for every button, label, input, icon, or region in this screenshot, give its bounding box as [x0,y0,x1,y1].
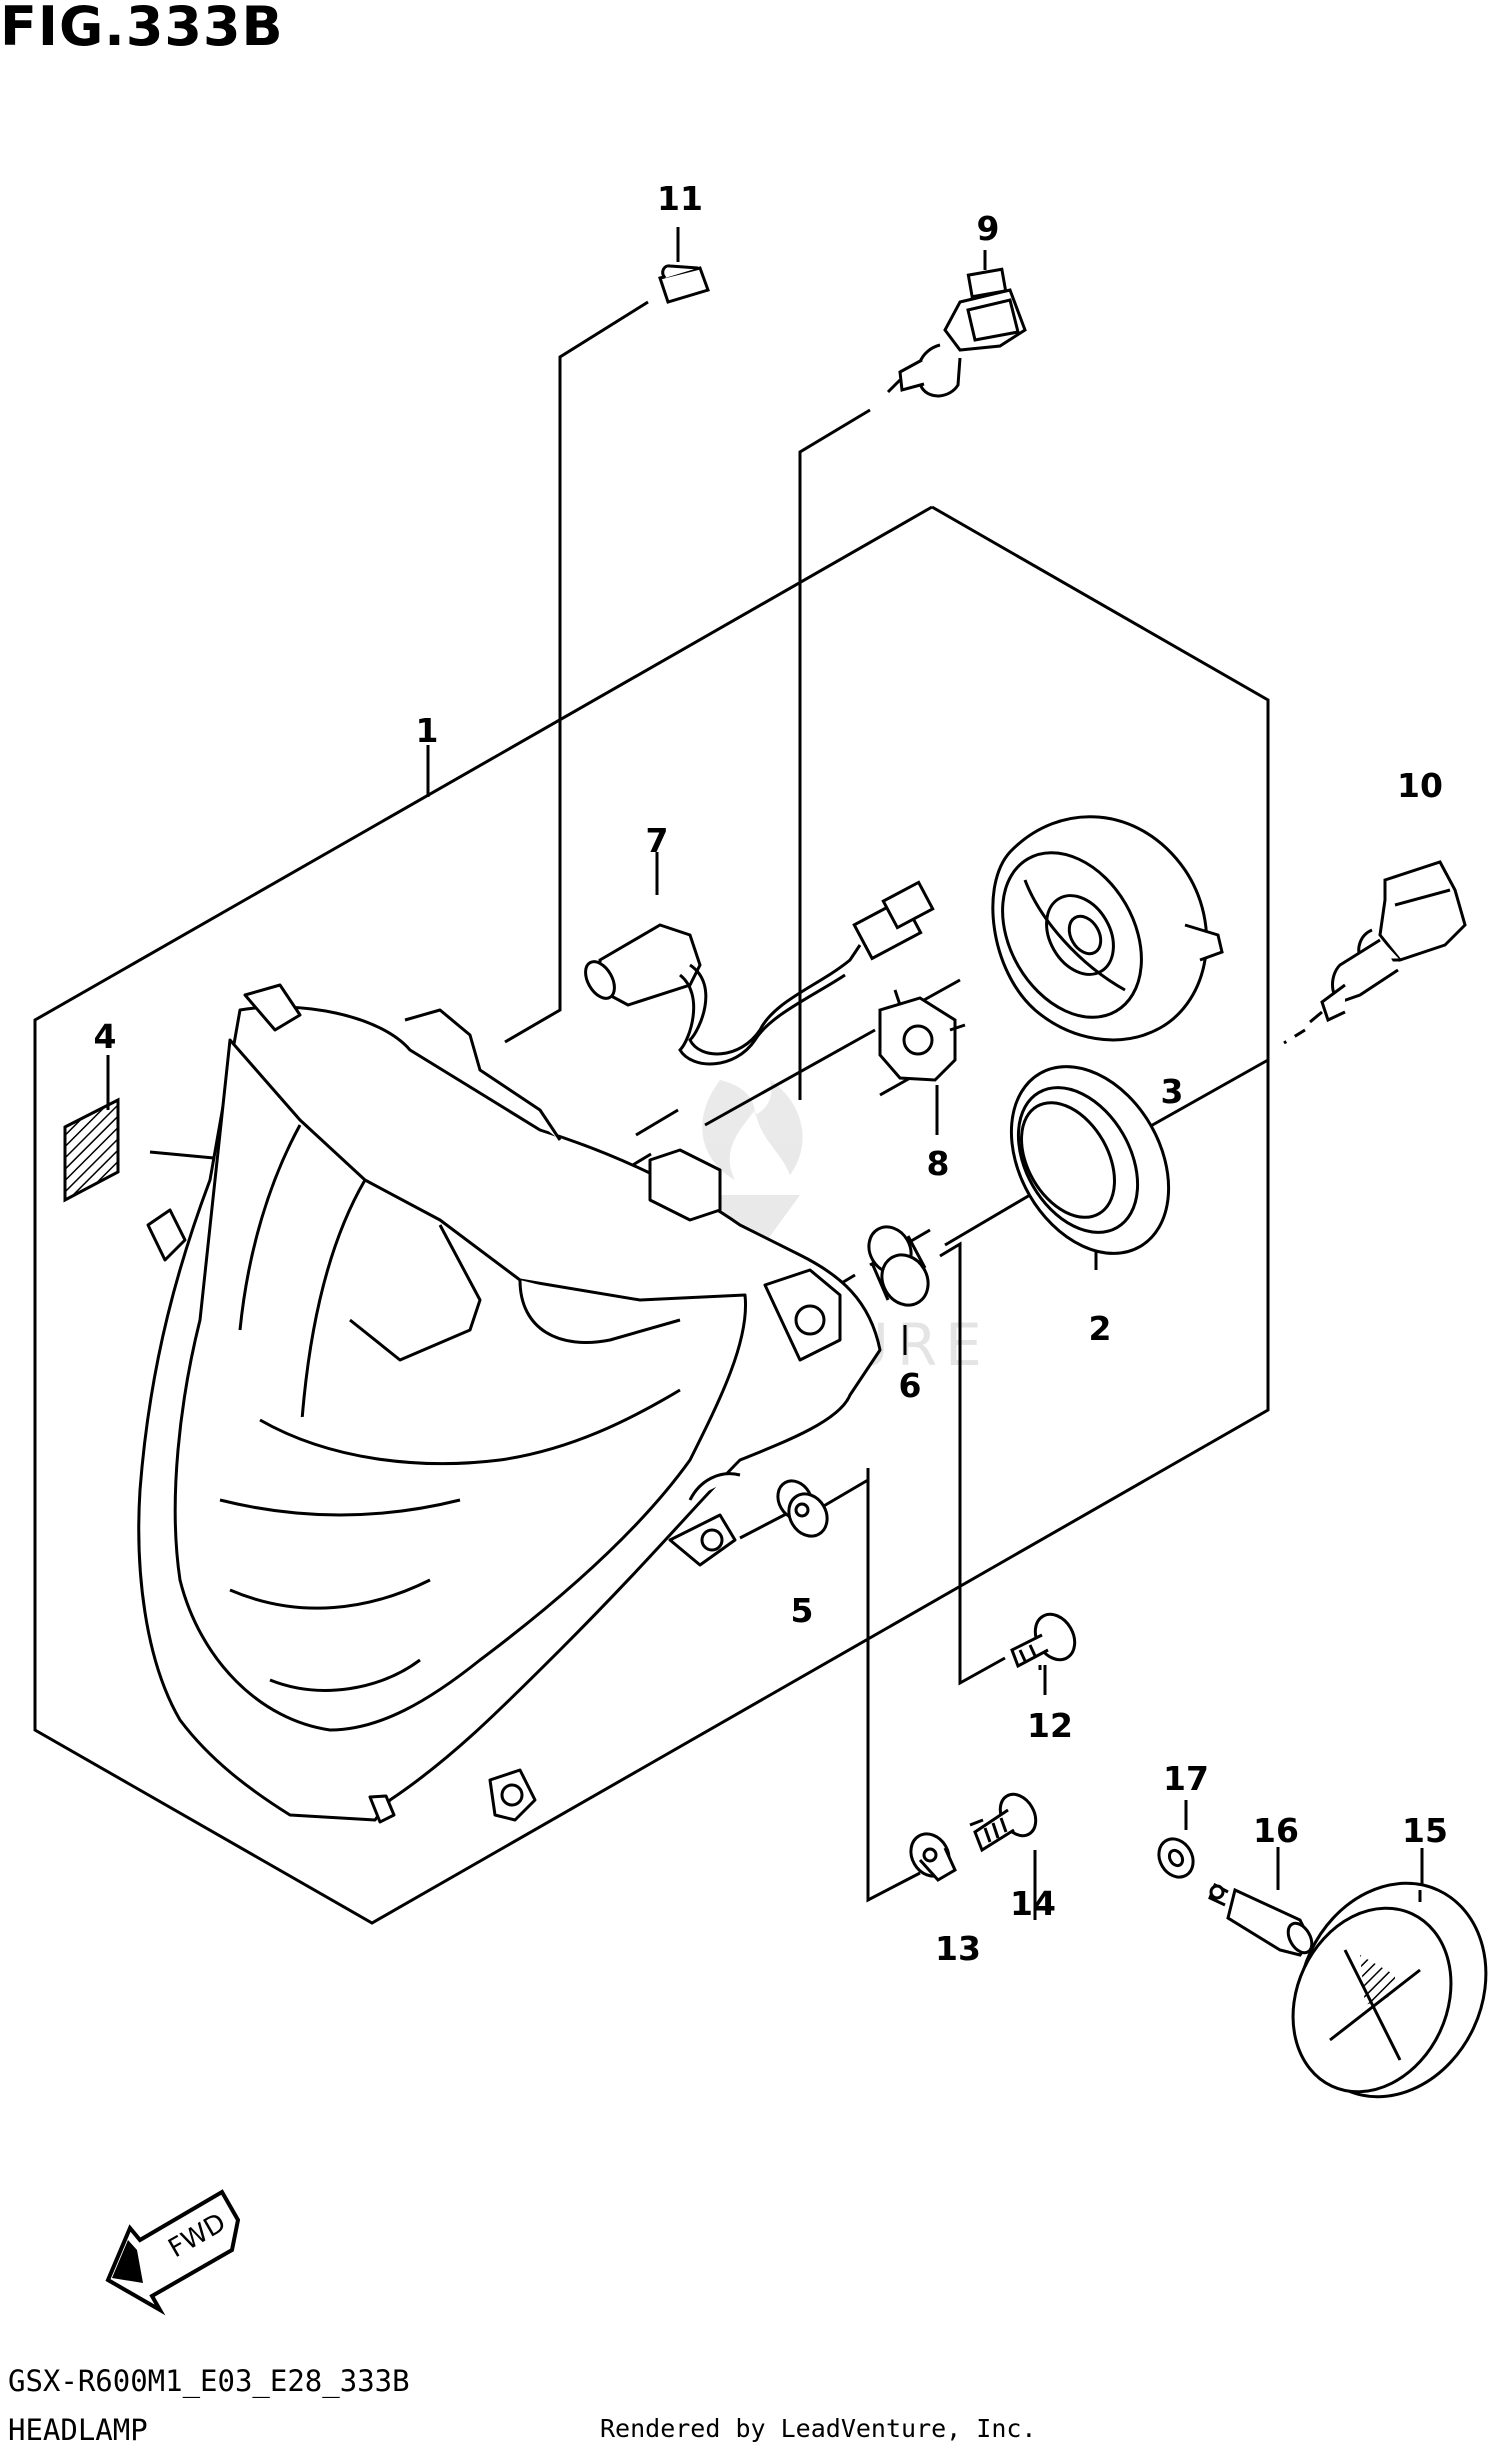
rendered-by: Rendered by LeadVenture, Inc. [600,2414,1037,2443]
callout-2: 2 [1089,1309,1112,1348]
socket-harness-7 [584,852,935,1066]
seal-ring-2 [1009,1065,1171,1255]
washer-17 [1157,1837,1195,1879]
fwd-direction-arrow: FWD [105,2189,241,2316]
model-code: GSX-R600M1_E03_E28_333B [8,2364,410,2398]
grommet-5 [776,1479,829,1538]
figure-title: FIG.333B [0,0,284,58]
callout-7: 7 [646,821,669,860]
callout-labels: 1 2 3 4 5 6 7 8 9 10 11 12 13 14 15 16 1… [94,179,1448,1968]
callout-11: 11 [657,179,703,218]
headlamp-assembly-1 [137,983,882,1824]
callout-1: 1 [416,711,439,750]
assembly-outline [33,505,1270,1925]
callout-8: 8 [927,1144,950,1183]
callout-4: 4 [94,1017,117,1056]
collar-13 [909,1832,957,1882]
reflector-cup-3 [991,815,1224,1042]
callout-9: 9 [977,209,1000,248]
callout-12: 12 [1027,1706,1073,1745]
callout-14: 14 [1010,1884,1056,1923]
screw-12 [1010,1612,1077,1669]
callout-16: 16 [1253,1811,1299,1850]
bulb-h4-9 [886,250,1027,398]
bulb-h7-10 [1309,860,1467,1024]
callout-5: 5 [791,1591,814,1630]
reflector-label-4 [63,1097,120,1203]
bulb-wedge-11 [658,227,710,304]
callout-6: 6 [899,1366,922,1405]
grommet-6 [867,1225,930,1307]
callout-13: 13 [935,1929,981,1968]
lens-cap-15 [1291,1881,1488,2099]
callout-3: 3 [1161,1072,1184,1111]
socket-8 [878,989,966,1135]
callout-17: 17 [1163,1759,1209,1798]
bolt-14 [973,1792,1038,1853]
adjuster-16 [1208,1882,1314,1957]
callout-10: 10 [1397,766,1443,805]
section-name: HEADLAMP [8,2413,148,2447]
callout-15: 15 [1402,1811,1448,1850]
